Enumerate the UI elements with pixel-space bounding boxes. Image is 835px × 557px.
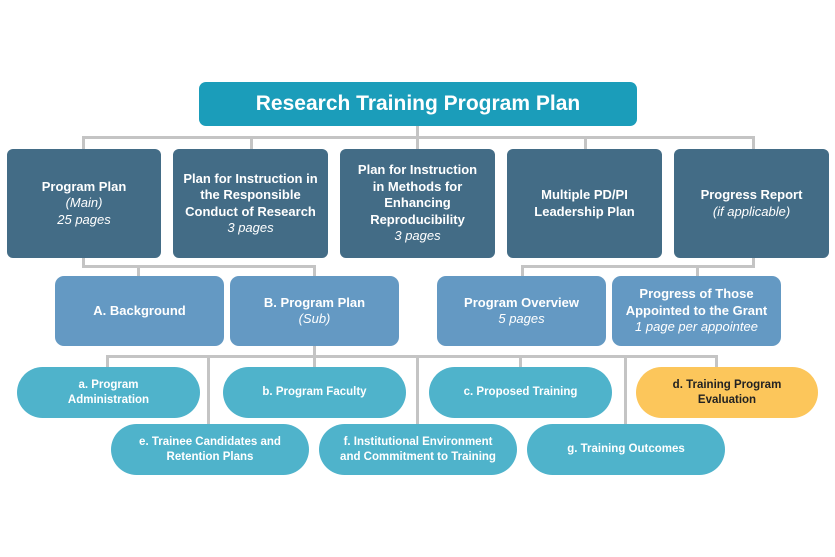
connector	[696, 265, 699, 277]
node-label: Plan for Instruction in the Responsible …	[183, 170, 318, 219]
connector	[313, 345, 316, 358]
node-program-overview: Program Overview 5 pages	[437, 276, 606, 346]
node-pages: 3 pages	[394, 228, 441, 244]
connector	[82, 265, 316, 268]
node-label: g. Training Outcomes	[567, 443, 685, 455]
connector	[752, 257, 755, 268]
connector	[137, 265, 140, 277]
node-pages: 3 pages	[227, 220, 274, 235]
connector	[521, 265, 755, 268]
title-label: Research Training Program Plan	[255, 92, 581, 115]
node-background: A. Background	[55, 276, 224, 346]
node-training-program-evaluation: d. Training Program Evaluation	[636, 367, 818, 418]
node-label: Program Overview	[464, 294, 579, 310]
node-label: B. Program Plan	[263, 294, 366, 310]
node-progress-report: Progress Report (if applicable)	[674, 149, 829, 258]
connector	[82, 257, 85, 268]
node-label: e. Trainee Candidates and Retention Plan…	[139, 435, 281, 463]
connector	[752, 136, 755, 150]
node-label: c. Proposed Training	[463, 386, 578, 398]
connector	[584, 136, 587, 150]
node-label: a. Program Administration	[67, 378, 150, 406]
connector	[106, 355, 718, 358]
connector	[313, 265, 316, 277]
node-label: f. Institutional Environment and Commitm…	[340, 435, 496, 463]
node-program-plan-sub: B. Program Plan (Sub)	[230, 276, 399, 346]
node-institutional-environment: f. Institutional Environment and Commitm…	[319, 424, 517, 475]
node-label: b. Program Faculty	[262, 386, 367, 398]
connector	[250, 136, 253, 150]
node-note: (Main)	[65, 195, 103, 211]
connector	[519, 355, 522, 369]
node-label: Program Plan	[41, 178, 127, 194]
node-label: Progress of Those Appointed to the Grant	[625, 286, 768, 318]
node-reproducibility: Plan for Instruction in Methods for Enha…	[340, 149, 495, 258]
node-pages: 5 pages	[498, 311, 545, 326]
root-node-title: Research Training Program Plan	[199, 82, 637, 126]
node-label: Multiple PD/PI Leadership Plan	[534, 187, 635, 219]
connector	[416, 136, 419, 150]
node-program-administration: a. Program Administration	[17, 367, 200, 418]
node-label: A. Background	[93, 302, 186, 318]
node-program-faculty: b. Program Faculty	[223, 367, 406, 418]
connector	[207, 355, 210, 427]
connector	[624, 355, 627, 427]
node-training-outcomes: g. Training Outcomes	[527, 424, 725, 475]
node-note: (Sub)	[298, 311, 331, 326]
connector	[416, 355, 419, 427]
node-pages: 25 pages	[57, 211, 111, 227]
node-proposed-training: c. Proposed Training	[429, 367, 612, 418]
node-label: Progress Report	[700, 187, 803, 202]
node-responsible-conduct: Plan for Instruction in the Responsible …	[173, 149, 328, 258]
connector	[715, 355, 718, 369]
connector	[106, 355, 109, 369]
node-pages: 1 page per appointee	[635, 319, 758, 335]
node-progress-appointees: Progress of Those Appointed to the Grant…	[612, 276, 781, 346]
node-leadership-plan: Multiple PD/PI Leadership Plan	[507, 149, 662, 258]
node-label: d. Training Program Evaluation	[672, 378, 782, 406]
connector	[521, 265, 524, 277]
connector	[416, 124, 419, 138]
node-label: Plan for Instruction in Methods for Enha…	[357, 162, 478, 227]
connector	[82, 136, 85, 150]
node-trainee-candidates: e. Trainee Candidates and Retention Plan…	[111, 424, 309, 475]
node-program-plan-main: Program Plan (Main) 25 pages	[7, 149, 161, 258]
connector	[313, 355, 316, 369]
node-note: (if applicable)	[712, 203, 791, 219]
